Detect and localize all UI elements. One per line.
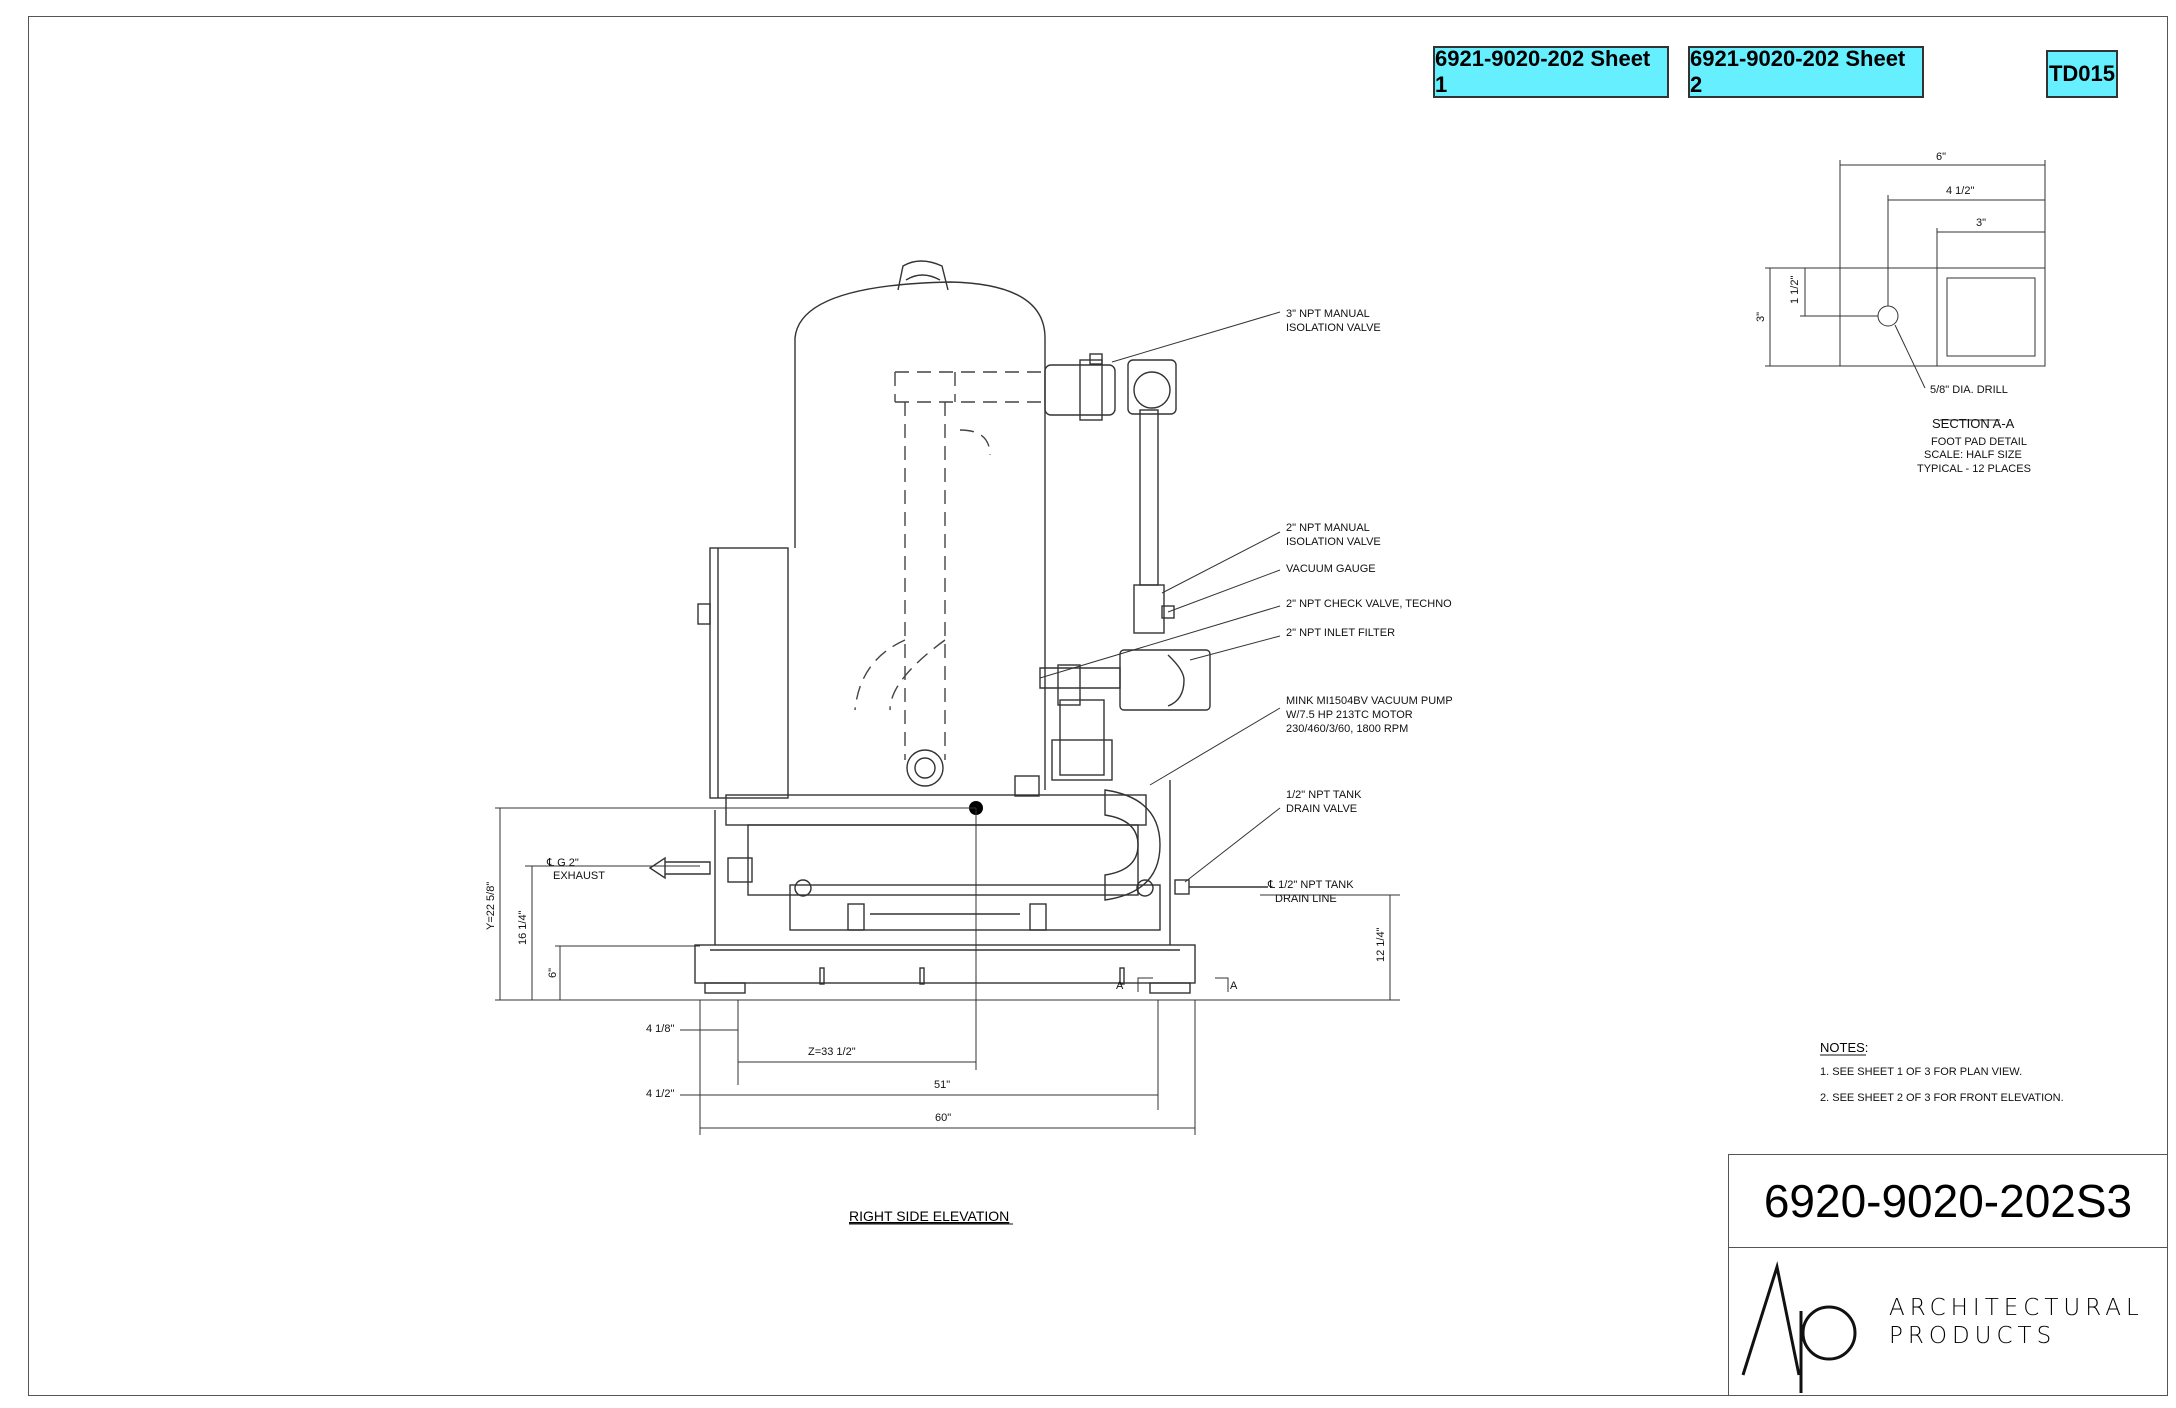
- notes-heading: NOTES:: [1820, 1040, 1868, 1055]
- sec-dim-4-1-2: 4 1/2": [1946, 185, 1974, 197]
- callout-exhaust-line2: EXHAUST: [553, 870, 605, 882]
- sec-dim-3: 3": [1976, 217, 1986, 229]
- dim-6: 6": [547, 968, 559, 978]
- callout-drain-valve: 1/2" NPT TANK: [1286, 789, 1362, 801]
- pump-body: [747, 824, 1139, 896]
- callout-2in-valve-line2: ISOLATION VALVE: [1286, 536, 1381, 548]
- callout-inlet-filter: 2" NPT INLET FILTER: [1286, 627, 1395, 639]
- callout-vacuum-gauge: VACUUM GAUGE: [1286, 563, 1376, 575]
- callout-vacuum-pump-line2: W/7.5 HP 213TC MOTOR: [1286, 709, 1413, 721]
- section-sub2: SCALE: HALF SIZE: [1924, 449, 2022, 461]
- view-title: RIGHT SIDE ELEVATION: [849, 1208, 1009, 1224]
- brand-line-1: ARCHITECTURAL: [1889, 1295, 2144, 1321]
- dim-y: Y=22 5/8": [485, 882, 497, 930]
- callout-drain-valve-line2: DRAIN VALVE: [1286, 803, 1357, 815]
- callout-exhaust: ℄ G 2": [546, 857, 579, 869]
- pump-belt-guard: [1104, 789, 1161, 901]
- pump-motor: [789, 884, 1161, 931]
- sec-dim-3-vert: 3": [1755, 312, 1767, 322]
- dim-16-1-4: 16 1/4": [517, 910, 529, 945]
- drawing-number: 6920-9020-202S3: [1729, 1155, 2167, 1248]
- note-2: 2. SEE SHEET 2 OF 3 FOR FRONT ELEVATION.: [1820, 1092, 2064, 1104]
- dim-12-1-4: 12 1/4": [1375, 927, 1387, 962]
- section-sub1: FOOT PAD DETAIL: [1931, 436, 2027, 448]
- tank-outline: [794, 281, 1046, 790]
- callout-2in-valve: 2" NPT MANUAL: [1286, 522, 1370, 534]
- control-box: [709, 547, 789, 799]
- sheet1-link-button[interactable]: 6921-9020-202 Sheet 1: [1433, 46, 1669, 98]
- callout-3in-valve: 3" NPT MANUAL: [1286, 308, 1370, 320]
- callout-drain-line-line2: DRAIN LINE: [1275, 893, 1337, 905]
- section-title: SECTION A-A: [1932, 416, 2015, 431]
- skid-base: [694, 944, 1196, 984]
- dim-4-1-8: 4 1/8": [646, 1023, 674, 1035]
- sec-dim-1-1-2: 1 1/2": [1789, 276, 1801, 304]
- title-block: 6920-9020-202S3 ARCHITECTURAL PRODUCTS: [1728, 1154, 2168, 1396]
- dim-4-1-2: 4 1/2": [646, 1088, 674, 1100]
- dim-51: 51": [934, 1079, 950, 1091]
- dim-60: 60": [935, 1112, 951, 1124]
- brand-line-2: PRODUCTS: [1889, 1323, 2057, 1349]
- ap-logo: [1741, 1261, 1857, 1393]
- callout-vacuum-pump: MINK MI1504BV VACUUM PUMP: [1286, 695, 1453, 707]
- sec-dim-6: 6": [1936, 151, 1946, 163]
- callout-check-valve: 2" NPT CHECK VALVE, TECHNO: [1286, 598, 1452, 610]
- section-a-a-detail: [1765, 160, 2046, 421]
- pump-deck: [725, 794, 1147, 826]
- dim-z: Z=33 1/2": [808, 1046, 856, 1058]
- inlet-filter: [1119, 649, 1211, 711]
- callout-vacuum-pump-line3: 230/460/3/60, 1800 RPM: [1286, 723, 1408, 735]
- drawing-border: [28, 16, 2168, 1396]
- sheet2-link-button[interactable]: 6921-9020-202 Sheet 2: [1688, 46, 1924, 98]
- callout-3in-valve-line2: ISOLATION VALVE: [1286, 322, 1381, 334]
- sec-drill-note: 5/8" DIA. DRILL: [1930, 384, 2008, 396]
- callout-drain-line: ℄ 1/2" NPT TANK: [1267, 879, 1354, 891]
- section-mark-right: A: [1230, 980, 1238, 992]
- section-mark-left: A: [1116, 980, 1124, 992]
- section-sub3: TYPICAL - 12 PLACES: [1917, 463, 2031, 475]
- note-1: 1. SEE SHEET 1 OF 3 FOR PLAN VIEW.: [1820, 1066, 2022, 1078]
- td015-link-button[interactable]: TD015: [2046, 50, 2118, 98]
